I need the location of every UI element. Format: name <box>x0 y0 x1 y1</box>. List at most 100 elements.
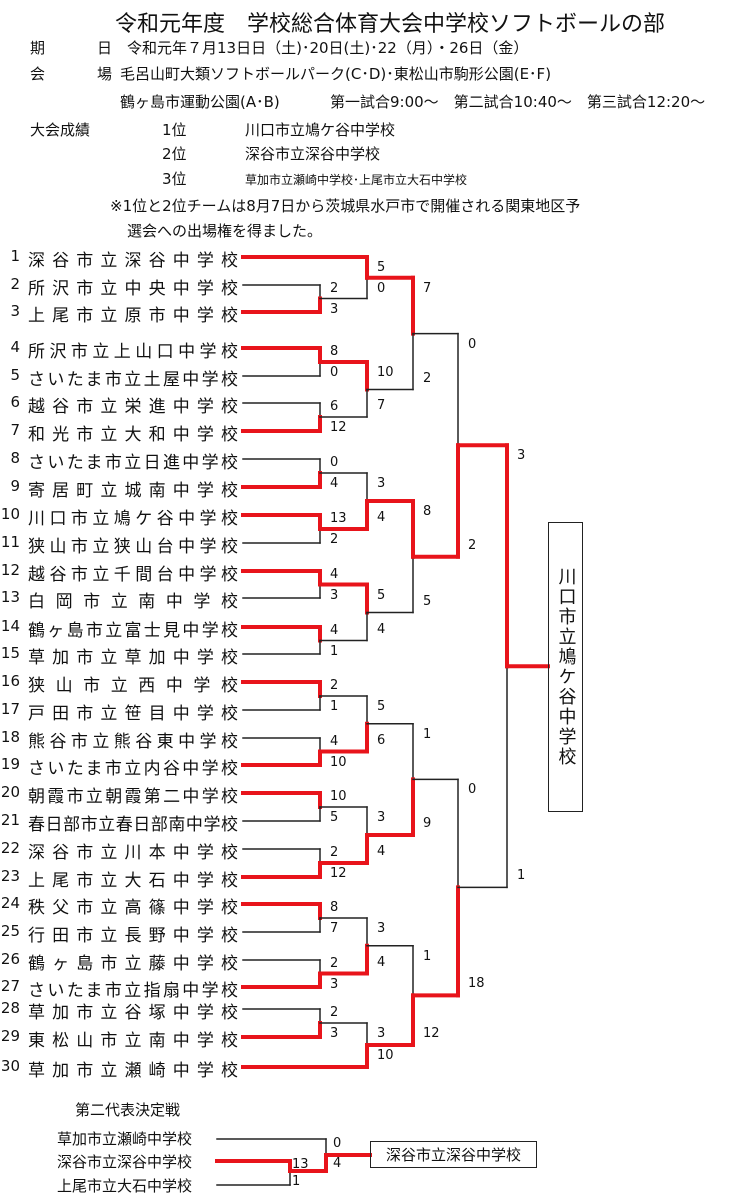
match-score: 7 <box>423 280 432 296</box>
match-score: 2 <box>330 678 339 693</box>
team-seed-number: 28 <box>0 999 20 1017</box>
match-score: 3 <box>377 810 386 825</box>
match-score: 3 <box>330 1026 339 1041</box>
champion-name: 川口市立鳩ケ谷中学校 <box>555 567 577 767</box>
result-school-2: 深谷市立深谷中学校 <box>245 145 381 163</box>
match-score: 4 <box>377 844 386 859</box>
team-name: 草加市立瀬崎中学校 <box>28 1061 238 1081</box>
match-score: 4 <box>330 476 339 491</box>
result-rank-3: 3位 <box>162 170 187 188</box>
date-label-2: 日 <box>97 39 113 57</box>
team-seed-number: 23 <box>0 867 20 885</box>
result-rank-2: 2位 <box>162 145 187 163</box>
match-score: 2 <box>423 370 432 386</box>
match-score: 0 <box>468 336 477 352</box>
match-score: 7 <box>377 398 386 413</box>
match-score: 3 <box>377 1026 386 1041</box>
team-name: 戸田市立笹目中学校 <box>28 704 238 724</box>
second-rep-team-1: 草加市立瀬崎中学校 <box>57 1130 193 1148</box>
team-name: 行田市立長野中学校 <box>28 926 238 946</box>
team-name: 上尾市立大石中学校 <box>28 871 238 891</box>
match-score: 5 <box>330 810 339 825</box>
date-label-1: 期 <box>30 39 46 57</box>
team-seed-number: 3 <box>10 302 20 320</box>
team-name: さいたま市立日進中学校 <box>28 453 238 473</box>
match-score: 4 <box>330 566 339 582</box>
schedule: 第一試合9:00～ 第二試合10:40～ 第三試合12:20～ <box>330 93 706 111</box>
team-name: 寄居町立城南中学校 <box>28 481 238 501</box>
match-score: 6 <box>330 399 339 414</box>
team-seed-number: 14 <box>0 617 20 635</box>
match-score: 3 <box>330 587 339 603</box>
match-score: 5 <box>377 259 386 275</box>
match-score: 10 <box>377 1048 394 1063</box>
team-name: 和光市立大和中学校 <box>28 425 238 445</box>
results-label: 大会成績 <box>30 121 91 139</box>
match-score: 0 <box>330 365 339 380</box>
match-score: 2 <box>330 532 339 547</box>
team-seed-number: 30 <box>0 1057 20 1075</box>
team-name: 東松山市立南中学校 <box>28 1031 238 1051</box>
match-score: 12 <box>330 420 347 435</box>
match-score: 4 <box>377 621 386 637</box>
second-rep-score: 4 <box>333 1156 342 1171</box>
match-score: 3 <box>330 301 339 317</box>
match-score: 1 <box>330 699 339 714</box>
team-name: 川口市立鳩ケ谷中学校 <box>28 509 238 529</box>
team-name: 所沢市立中央中学校 <box>28 279 238 299</box>
match-score: 4 <box>377 954 386 970</box>
match-score: 0 <box>377 280 386 296</box>
match-score: 4 <box>330 733 339 749</box>
note-line-2: 選会への出場権を得ました。 <box>127 222 323 240</box>
team-name: さいたま市立土屋中学校 <box>28 370 238 390</box>
team-seed-number: 19 <box>0 755 20 773</box>
team-name: 朝霞市立朝霞第二中学校 <box>28 787 238 807</box>
second-rep-team-2: 深谷市立深谷中学校 <box>57 1153 193 1171</box>
page-title: 令和元年度 学校総合体育大会中学校ソフトボールの部 <box>115 12 666 37</box>
team-seed-number: 22 <box>0 839 20 857</box>
match-score: 1 <box>423 948 432 964</box>
match-score: 3 <box>517 448 526 464</box>
match-score: 18 <box>468 976 485 992</box>
result-school-3: 草加市立瀬崎中学校･上尾市立大石中学校 <box>245 173 468 187</box>
date-value: 令和元年７月13日日（土)･20日(土)･22（月）・26日（金） <box>127 39 529 57</box>
team-name: 熊谷市立熊谷東中学校 <box>28 732 238 752</box>
venue-label-1: 会 <box>30 65 46 83</box>
team-name: 所沢市立上山口中学校 <box>28 342 238 362</box>
match-score: 3 <box>377 476 386 491</box>
team-seed-number: 18 <box>0 728 20 746</box>
venue-label-2: 場 <box>97 65 113 83</box>
champion-box: 川口市立鳩ケ谷中学校 <box>548 522 583 812</box>
team-name: 草加市立谷塚中学校 <box>28 1003 238 1023</box>
match-score: 10 <box>330 789 347 804</box>
team-seed-number: 25 <box>0 922 20 940</box>
result-rank-1: 1位 <box>162 121 187 139</box>
result-school-1: 川口市立鳩ケ谷中学校 <box>245 121 396 139</box>
team-seed-number: 5 <box>10 366 20 384</box>
team-seed-number: 13 <box>0 588 20 606</box>
team-name: 越谷市立千間台中学校 <box>28 565 238 585</box>
team-seed-number: 16 <box>0 672 20 690</box>
team-name: 深谷市立川本中学校 <box>28 843 238 863</box>
match-score: 10 <box>377 365 394 380</box>
match-score: 5 <box>377 587 386 603</box>
team-name: 上尾市立原市中学校 <box>28 306 238 326</box>
match-score: 2 <box>330 955 339 971</box>
team-seed-number: 7 <box>10 421 20 439</box>
match-score: 9 <box>423 816 432 831</box>
match-score: 1 <box>330 643 339 659</box>
team-seed-number: 8 <box>10 449 20 467</box>
match-score: 3 <box>377 921 386 936</box>
match-score: 2 <box>330 280 339 296</box>
second-rep-team-3: 上尾市立大石中学校 <box>57 1177 193 1195</box>
team-seed-number: 21 <box>0 811 20 829</box>
match-score: 7 <box>330 921 339 936</box>
team-seed-number: 20 <box>0 783 20 801</box>
team-seed-number: 27 <box>0 977 20 995</box>
team-seed-number: 1 <box>10 247 20 265</box>
team-seed-number: 26 <box>0 950 20 968</box>
match-score: 2 <box>330 845 339 860</box>
match-score: 5 <box>423 593 432 609</box>
team-seed-number: 17 <box>0 700 20 718</box>
